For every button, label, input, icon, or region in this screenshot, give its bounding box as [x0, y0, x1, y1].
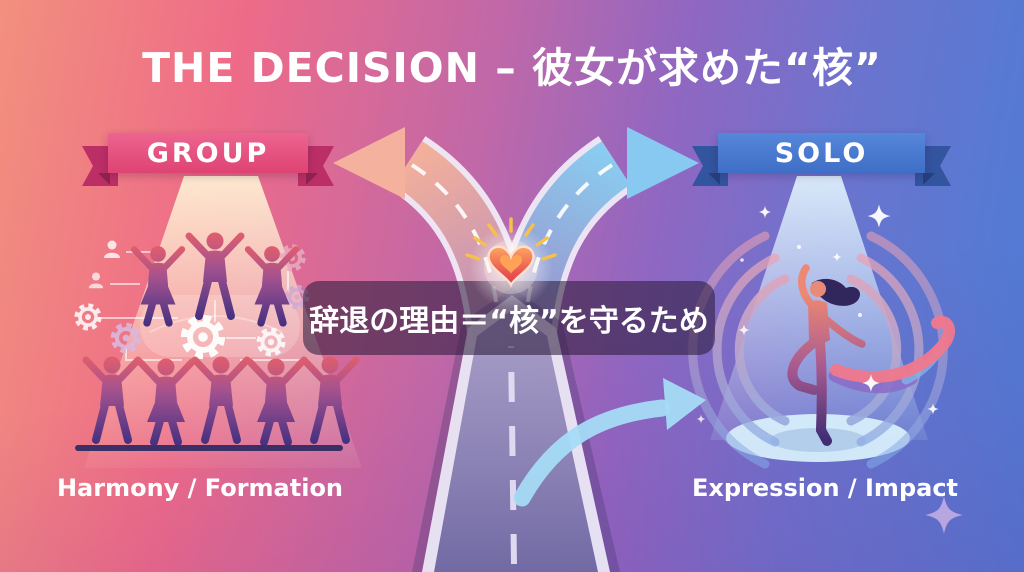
sparkle-icons	[696, 204, 939, 424]
sparkle-icon	[867, 204, 891, 228]
decision-callout: 辞退の理由＝“核”を守るため	[303, 281, 715, 355]
solo-banner-label: SOLO	[718, 133, 925, 173]
right-road-arrow	[627, 127, 699, 199]
sparkle-icon	[696, 414, 706, 424]
heart-icon-inner	[500, 255, 522, 274]
heart-rays	[465, 217, 557, 261]
user-icon	[88, 240, 120, 289]
road-trunk	[412, 288, 620, 572]
group-caption: Harmony / Formation	[56, 474, 344, 502]
solo-caption: Expression / Impact	[691, 474, 959, 502]
solo-banner: SOLO	[692, 133, 925, 186]
group-spotlight	[84, 176, 362, 468]
stage-ellipse-inner	[770, 428, 866, 452]
sparkle-icon	[758, 205, 772, 219]
heart-badge-layer	[465, 217, 557, 309]
page-title: THE DECISION – 彼女が求めた“核”	[142, 44, 882, 92]
gear-icon	[78, 307, 99, 328]
ribbon-streamer	[828, 315, 956, 394]
group-banner: GROUP	[82, 133, 308, 186]
solo-dancer-illustration	[787, 264, 866, 446]
curved-exit-arrow	[513, 378, 706, 507]
group-banner-label: GROUP	[108, 133, 308, 173]
group-dancers-illustration	[75, 233, 356, 451]
left-road-arrow	[333, 127, 405, 199]
